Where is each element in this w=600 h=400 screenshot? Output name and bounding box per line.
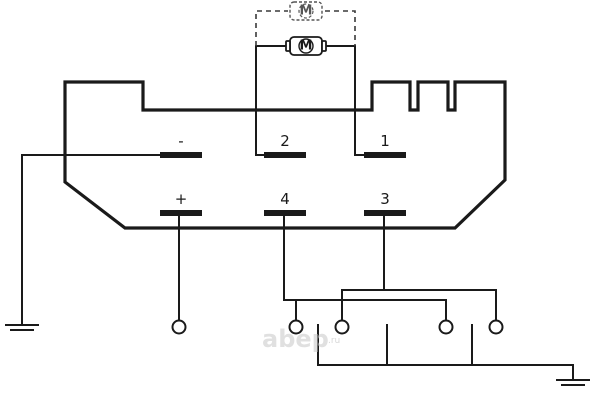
pin-2-pad bbox=[264, 152, 306, 158]
pin1-lead bbox=[354, 149, 367, 156]
terminal-ring-icon bbox=[438, 319, 454, 335]
pin-2-label: 2 bbox=[280, 132, 290, 150]
watermark-brand: abep bbox=[262, 325, 329, 353]
minus-ground-wire bbox=[21, 154, 161, 326]
ground-icon bbox=[5, 324, 39, 331]
terminal-ring-icon bbox=[488, 319, 504, 335]
pin-minus-label: - bbox=[178, 132, 183, 150]
pin3-wire-right bbox=[383, 289, 497, 321]
motor-dashed: M bbox=[255, 1, 356, 46]
pin-plus-pad bbox=[160, 210, 202, 216]
pin2-lead bbox=[255, 149, 267, 156]
pin-1-pad bbox=[364, 152, 406, 158]
pin-3-label: 3 bbox=[380, 190, 390, 208]
ground-icon bbox=[556, 379, 590, 386]
pin3-wire-left bbox=[341, 215, 385, 321]
pin-4-label: 4 bbox=[280, 190, 290, 208]
terminal-ring-icon bbox=[288, 319, 304, 335]
connector-housing-outline bbox=[63, 80, 507, 230]
terminal-ring-icon bbox=[171, 319, 187, 335]
pin-3-pad bbox=[364, 210, 406, 216]
motor-solid: M bbox=[255, 36, 356, 151]
ground-bus-wire bbox=[317, 324, 574, 381]
pin-minus-pad bbox=[160, 152, 202, 158]
pin-plus-label: + bbox=[175, 190, 188, 208]
motor-label: M bbox=[300, 39, 313, 54]
pin-4-pad bbox=[264, 210, 306, 216]
pin4-wire bbox=[283, 215, 447, 321]
alt-motor-label: M bbox=[300, 4, 313, 19]
terminal-ring-icon bbox=[334, 319, 350, 335]
watermark: abep .ru bbox=[262, 325, 340, 353]
pin-1-label: 1 bbox=[380, 132, 390, 150]
watermark-domain: .ru bbox=[328, 336, 340, 346]
